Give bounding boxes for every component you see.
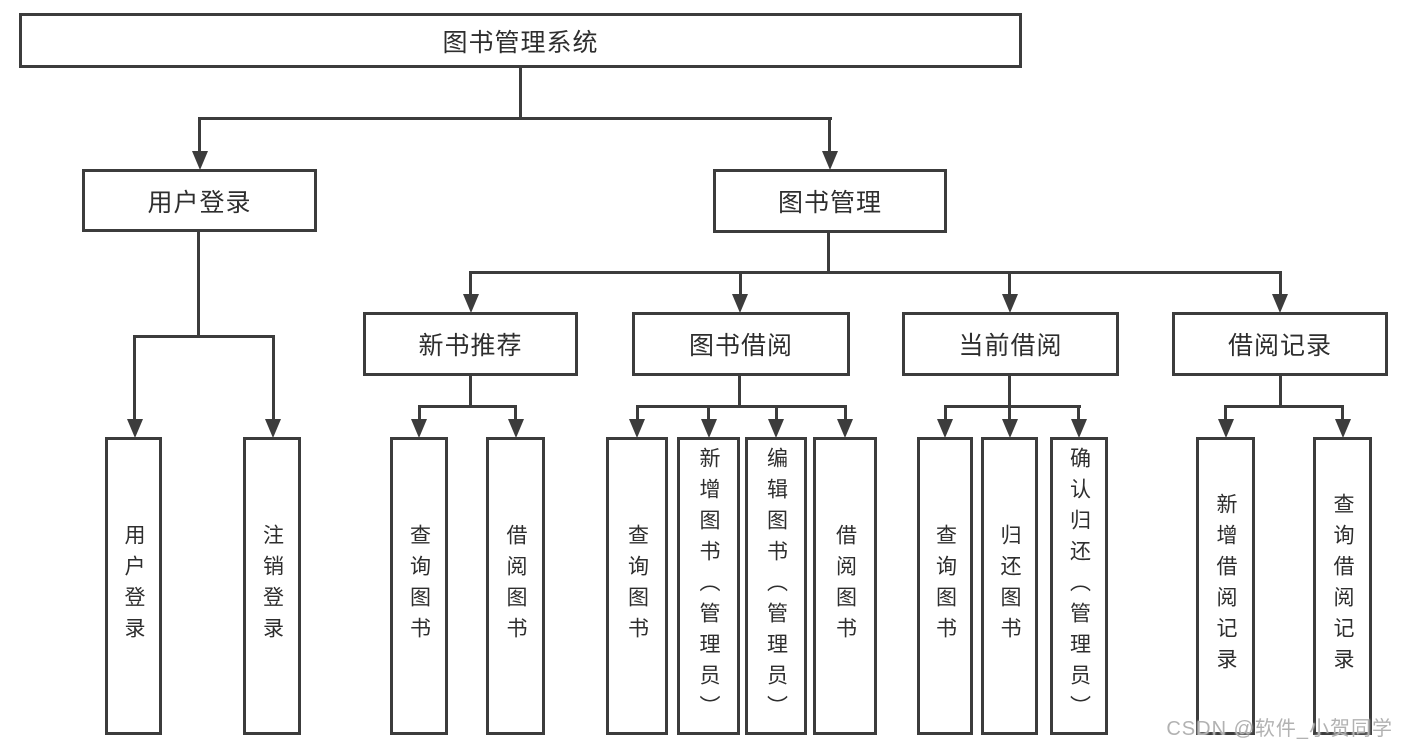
node-label: 新书推荐 bbox=[418, 332, 523, 360]
connector-drop-records-leaf1 bbox=[1224, 405, 1227, 421]
connector-drop-newbook-leaf2 bbox=[514, 405, 517, 421]
connector-current-stub bbox=[1008, 375, 1011, 406]
connector-records-bar bbox=[1224, 405, 1344, 408]
arrowhead-borrow-leaf4 bbox=[837, 419, 853, 438]
leaf-label: 注销登录 bbox=[260, 524, 284, 648]
leaf-borrow-book: 借阅图书 bbox=[813, 437, 877, 735]
leaf-newbook-borrow: 借阅图书 bbox=[486, 437, 545, 735]
node-borrow-records: 借阅记录 bbox=[1172, 312, 1388, 376]
node-label: 图书借阅 bbox=[688, 332, 793, 360]
arrowhead-records-leaf2 bbox=[1335, 419, 1351, 438]
connector-drop-new-books bbox=[469, 271, 472, 296]
arrowhead-borrow-leaf1 bbox=[629, 419, 645, 438]
connector-borrow-bar bbox=[636, 405, 847, 408]
arrowhead-login-leaf2 bbox=[265, 419, 281, 438]
connector-login-bar bbox=[133, 335, 274, 338]
connector-level1-bar bbox=[198, 117, 832, 120]
connector-mgmt-stub bbox=[827, 232, 830, 273]
connector-drop-borrow-leaf2 bbox=[707, 405, 710, 421]
connector-login-stub bbox=[197, 232, 200, 336]
node-new-books: 新书推荐 bbox=[363, 312, 578, 376]
connector-mgmt-bar bbox=[469, 271, 1282, 274]
leaf-current-query: 查询图书 bbox=[917, 437, 973, 735]
node-book-borrow: 图书借阅 bbox=[632, 312, 850, 376]
arrowhead-book-borrow bbox=[732, 294, 748, 313]
node-label: 当前借阅 bbox=[958, 332, 1063, 360]
connector-drop-borrow-leaf1 bbox=[636, 405, 639, 421]
arrowhead-new-books bbox=[463, 294, 479, 313]
leaf-label: 查询图书 bbox=[407, 524, 431, 648]
connector-drop-current-borrow bbox=[1008, 271, 1011, 296]
connector-drop-user-login bbox=[198, 117, 201, 151]
leaf-current-confirm-admin: 确认归还（管理员） bbox=[1050, 437, 1108, 735]
leaf-label: 用户登录 bbox=[122, 524, 145, 648]
connector-drop-borrow-leaf4 bbox=[844, 405, 847, 421]
leaf-logout: 注销登录 bbox=[243, 437, 301, 735]
node-label: 图书管理系统 bbox=[442, 28, 599, 57]
node-label: 用户登录 bbox=[147, 188, 252, 217]
connector-newbook-stub bbox=[469, 375, 472, 406]
connector-drop-borrow-leaf3 bbox=[775, 405, 778, 421]
leaf-label: 借阅图书 bbox=[504, 524, 527, 648]
connector-drop-login-leaf2 bbox=[272, 335, 275, 420]
node-label: 图书管理 bbox=[777, 189, 882, 217]
leaf-label: 编辑图书（管理员） bbox=[764, 446, 788, 726]
connector-drop-records-leaf2 bbox=[1341, 405, 1344, 421]
leaf-label: 新增图书（管理员） bbox=[697, 446, 720, 726]
leaf-borrow-edit-admin: 编辑图书（管理员） bbox=[745, 437, 807, 735]
connector-drop-current-leaf1 bbox=[944, 405, 947, 421]
leaf-borrow-add-admin: 新增图书（管理员） bbox=[677, 437, 740, 735]
arrowhead-current-leaf2 bbox=[1002, 419, 1018, 438]
leaf-label: 查询图书 bbox=[933, 524, 957, 648]
leaf-label: 借阅图书 bbox=[833, 524, 857, 648]
arrowhead-borrow-leaf2 bbox=[701, 419, 717, 438]
leaf-borrow-query: 查询图书 bbox=[606, 437, 668, 735]
connector-drop-current-leaf2 bbox=[1008, 405, 1011, 421]
arrowhead-current-leaf1 bbox=[937, 419, 953, 438]
csdn-watermark: CSDN @软件_小贺同学 bbox=[1166, 718, 1393, 740]
connector-borrow-stub bbox=[738, 375, 741, 406]
connector-drop-login-leaf1 bbox=[133, 335, 136, 420]
leaf-newbook-query: 查询图书 bbox=[390, 437, 448, 735]
connector-drop-book-borrow bbox=[739, 271, 742, 296]
connector-drop-current-leaf3 bbox=[1077, 405, 1080, 421]
node-user-login: 用户登录 bbox=[82, 169, 317, 232]
arrowhead-current-borrow bbox=[1002, 294, 1018, 313]
arrowhead-current-leaf3 bbox=[1071, 419, 1087, 438]
leaf-label: 新增借阅记录 bbox=[1214, 493, 1237, 679]
arrowhead-login-leaf1 bbox=[127, 419, 143, 438]
leaf-records-add: 新增借阅记录 bbox=[1196, 437, 1255, 735]
node-book-mgmt: 图书管理 bbox=[713, 169, 947, 233]
connector-drop-book-mgmt bbox=[828, 117, 831, 151]
arrowhead-newbook-leaf2 bbox=[508, 419, 524, 438]
leaf-records-query: 查询借阅记录 bbox=[1313, 437, 1372, 735]
connector-records-stub bbox=[1279, 375, 1282, 406]
arrowhead-borrow-leaf3 bbox=[768, 419, 784, 438]
node-label: 借阅记录 bbox=[1227, 332, 1332, 360]
connector-drop-borrow-records bbox=[1279, 271, 1282, 296]
node-root-library-system: 图书管理系统 bbox=[19, 13, 1022, 68]
arrowhead-newbook-leaf1 bbox=[411, 419, 427, 438]
leaf-label: 查询借阅记录 bbox=[1331, 493, 1354, 679]
leaf-label: 查询图书 bbox=[625, 524, 649, 648]
connector-newbook-bar bbox=[418, 405, 517, 408]
arrowhead-borrow-records bbox=[1272, 294, 1288, 313]
node-current-borrow: 当前借阅 bbox=[902, 312, 1119, 376]
arrowhead-user-login bbox=[192, 151, 208, 170]
leaf-current-return: 归还图书 bbox=[981, 437, 1038, 735]
connector-current-bar bbox=[944, 405, 1081, 408]
connector-drop-newbook-leaf1 bbox=[418, 405, 421, 421]
leaf-label: 确认归还（管理员） bbox=[1067, 446, 1091, 726]
connector-root-stub bbox=[519, 68, 522, 118]
arrowhead-book-mgmt bbox=[822, 151, 838, 170]
arrowhead-records-leaf1 bbox=[1218, 419, 1234, 438]
leaf-user-login: 用户登录 bbox=[105, 437, 162, 735]
leaf-label: 归还图书 bbox=[998, 524, 1021, 648]
